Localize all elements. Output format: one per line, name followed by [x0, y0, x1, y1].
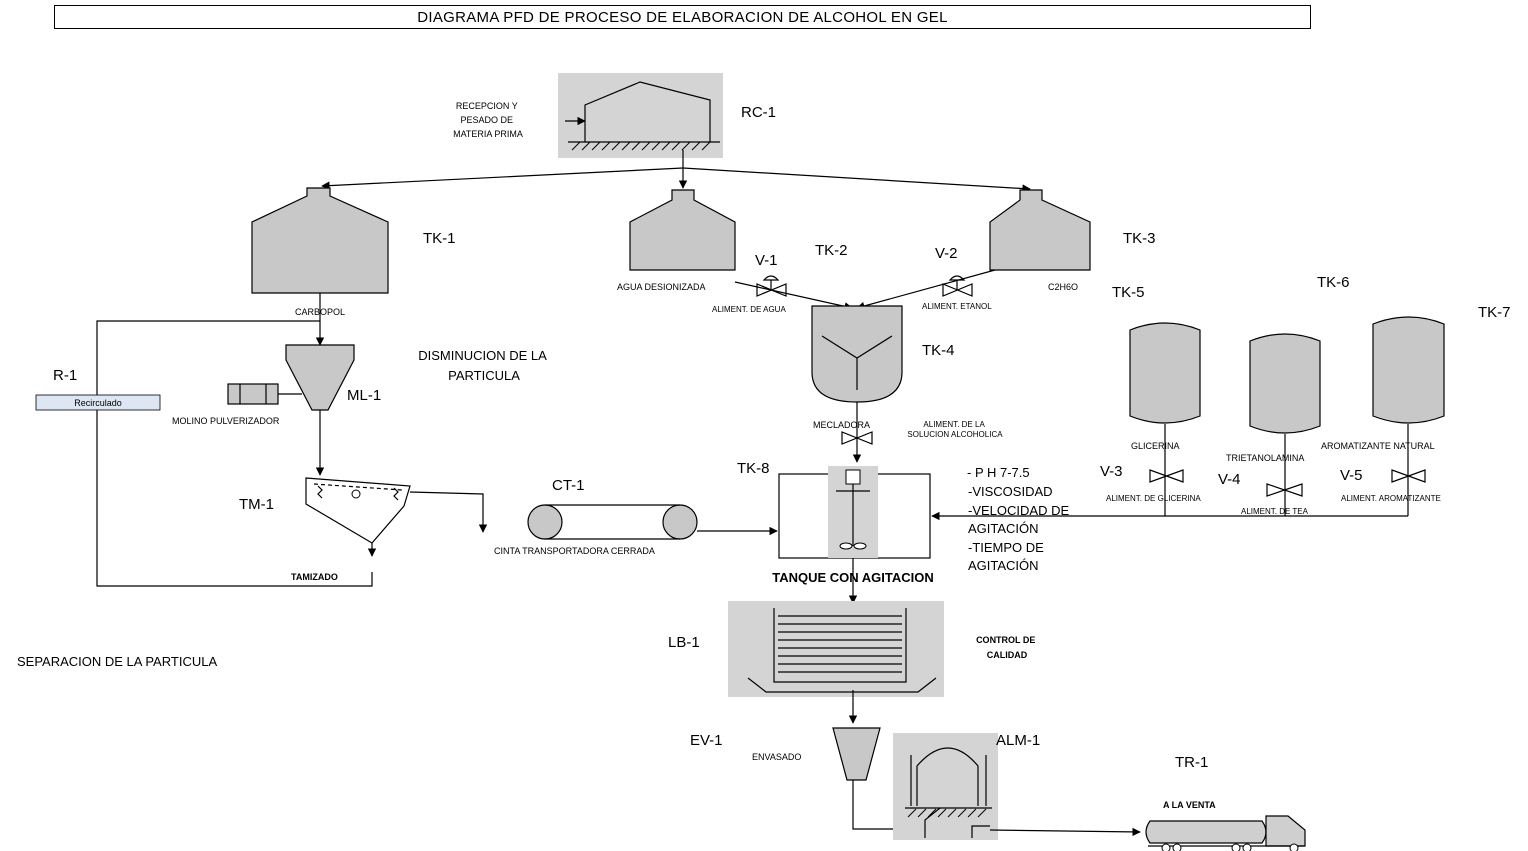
label-aliment-aromatizante: ALIMENT. AROMATIZANTE: [1341, 494, 1441, 503]
valve-v3[interactable]: [1149, 469, 1184, 483]
diagram-title: DIAGRAMA PFD DE PROCESO DE ELABORACION D…: [417, 9, 948, 26]
agitated-tank-tk8: [778, 466, 931, 559]
tag-rc1: RC-1: [741, 104, 776, 121]
recirculado-box: [35, 394, 161, 411]
label-aliment-agua: ALIMENT. DE AGUA: [712, 305, 786, 314]
label-cinta: CINTA TRANSPORTADORA CERRADA: [494, 546, 655, 556]
tag-alm1: ALM-1: [996, 732, 1040, 749]
label-glicerina: GLICERINA: [1131, 441, 1180, 451]
recepcion-line3: MATERIA PRIMA: [453, 129, 523, 139]
tank-tk1: [251, 187, 389, 294]
tag-tk7: TK-7: [1478, 304, 1511, 321]
valve-v5[interactable]: [1391, 469, 1426, 483]
tank-tk3: [989, 189, 1091, 271]
truck-tr1-icon: [1145, 815, 1306, 851]
tag-r1: R-1: [53, 367, 77, 384]
tag-tk1: TK-1: [423, 230, 456, 247]
reception-building-rc1: [558, 73, 723, 158]
label-recepcion: RECEPCION Y PESADO DE MATERIA PRIMA: [453, 101, 523, 139]
label-aliment-tea: ALIMENT. DE TEA: [1241, 507, 1309, 516]
tank-tk6: [1249, 333, 1321, 434]
valve-v4[interactable]: [1266, 483, 1303, 497]
label-tamizado: TAMIZADO: [291, 572, 338, 582]
label-envasado: ENVASADO: [752, 752, 801, 762]
label-control: CONTROL DE CALIDAD: [976, 635, 1038, 660]
recepcion-line1: RECEPCION Y: [456, 101, 518, 111]
label-separacion: SEPARACION DE LA PARTICULA: [17, 654, 217, 669]
label-aliment-glicerina: ALIMENT. DE GLICERINA: [1106, 494, 1201, 503]
tank-tk7: [1372, 316, 1445, 424]
tank-tk5: [1129, 322, 1201, 424]
tag-tk6: TK-6: [1317, 274, 1350, 291]
tag-ev1: EV-1: [690, 732, 723, 749]
tag-tr1: TR-1: [1175, 754, 1208, 771]
filler-ev1: [832, 727, 881, 781]
label-agua: AGUA DESIONIZADA: [617, 282, 706, 292]
quality-control-lb1: [728, 601, 944, 697]
tag-v1: V-1: [755, 252, 778, 269]
tag-v3: V-3: [1100, 463, 1123, 480]
tag-ml1: ML-1: [347, 387, 381, 404]
tag-v5: V-5: [1340, 467, 1363, 484]
tag-v4: V-4: [1218, 471, 1241, 488]
tag-lb1: LB-1: [668, 634, 700, 651]
valve-v2[interactable]: [942, 275, 973, 297]
tag-tk8: TK-8: [737, 460, 770, 477]
conveyor-ct1: [527, 504, 698, 540]
mill-ml1: [285, 344, 355, 411]
valve-solucion[interactable]: [841, 431, 873, 445]
title-box: DIAGRAMA PFD DE PROCESO DE ELABORACION D…: [54, 5, 1311, 29]
warehouse-alm1: [893, 733, 998, 840]
tank-tk2: [629, 189, 736, 271]
label-venta: A LA VENTA: [1163, 800, 1216, 810]
motor-icon: [227, 383, 302, 405]
label-c2h6o: C2H6O: [1048, 282, 1078, 292]
label-disminucion: DISMINUCION DE LA PARTICULA: [418, 348, 549, 383]
recepcion-line2: PESADO DE: [460, 115, 513, 125]
tag-tm1: TM-1: [239, 496, 274, 513]
label-mezcladora: MECLADORA: [813, 420, 870, 430]
tag-ct1: CT-1: [552, 477, 585, 494]
valve-v1[interactable]: [756, 275, 787, 297]
tag-v2: V-2: [935, 245, 958, 262]
process-parameters: - P H 7-7.5 -VISCOSIDAD -VELOCIDAD DE AG…: [967, 465, 1073, 573]
label-aromatizante: AROMATIZANTE NATURAL: [1321, 441, 1435, 451]
sieve-tm1: [305, 477, 411, 544]
label-molino: MOLINO PULVERIZADOR: [172, 416, 280, 426]
tag-tk2: TK-2: [815, 242, 848, 259]
label-aliment-solucion: ALIMENT. DE LA SOLUCION ALCOHOLICA: [907, 420, 1003, 439]
tag-tk3: TK-3: [1123, 230, 1156, 247]
label-trietanolamina: TRIETANOLAMINA: [1226, 453, 1304, 463]
tag-tk5: TK-5: [1112, 284, 1145, 301]
tag-tk4: TK-4: [922, 342, 955, 359]
label-aliment-etanol: ALIMENT. ETANOL: [922, 302, 992, 311]
label-recirculado: Recirculado: [74, 398, 122, 408]
